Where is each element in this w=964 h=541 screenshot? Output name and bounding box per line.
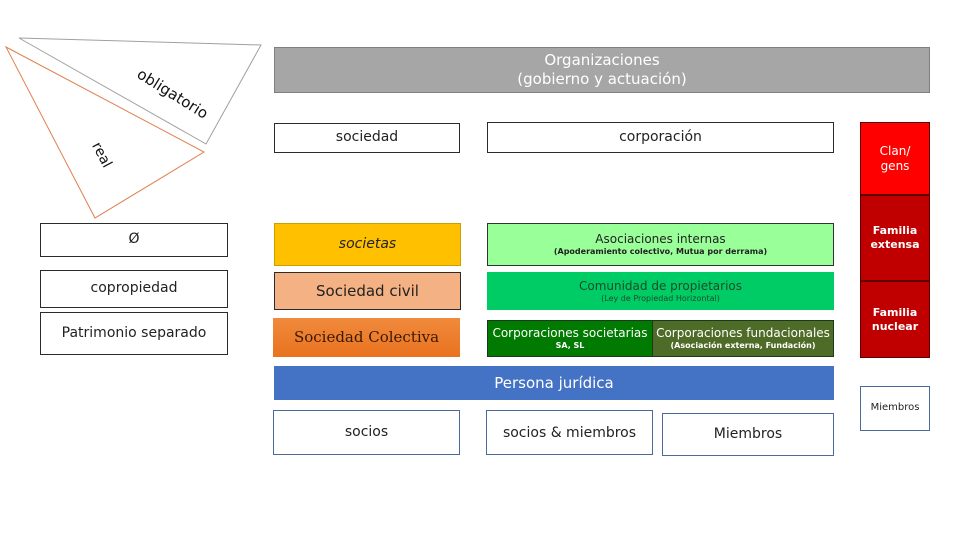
clan-line2: gens <box>880 158 910 173</box>
sociedad-civil-label: Sociedad civil <box>316 281 419 300</box>
patrimonio-label: Patrimonio separado <box>61 324 207 341</box>
clan-gens-box: Clan/ gens <box>860 122 930 195</box>
clan-line1: Clan/ <box>879 143 911 158</box>
corporacion-title-box: corporación <box>487 122 834 153</box>
persona-juridica-label: Persona jurídica <box>494 373 614 392</box>
sociedad-title: sociedad <box>335 129 399 146</box>
societarias-box: Corporaciones societarias SA, SL <box>487 320 653 357</box>
nuclear-line2: nuclear <box>871 319 919 333</box>
socios-miembros-box: socios & miembros <box>486 410 653 455</box>
empty-set-label: Ø <box>128 231 140 248</box>
socios-box: socios <box>273 410 460 455</box>
sociedad-title-box: sociedad <box>274 123 460 153</box>
header-line2: (gobierno y actuación) <box>517 70 687 88</box>
comunidad-title: Comunidad de propietarios <box>578 278 743 293</box>
societas-label: societas <box>338 235 397 252</box>
familia-extensa-box: Familia extensa <box>860 195 930 281</box>
fundacionales-sub: (Asociación externa, Fundación) <box>670 341 816 350</box>
miembros-label: Miembros <box>713 425 783 442</box>
copropiedad-box: copropiedad <box>40 270 228 308</box>
organizaciones-header: Organizaciones (gobierno y actuación) <box>274 47 930 93</box>
extensa-line2: extensa <box>870 238 920 251</box>
sociedad-colectiva-box: Sociedad Colectiva <box>273 318 460 357</box>
real-triangle <box>4 45 206 219</box>
header-line1: Organizaciones <box>544 51 660 70</box>
sociedad-civil-box: Sociedad civil <box>274 272 461 310</box>
familia-nuclear-box: Familia nuclear <box>860 281 930 358</box>
socios-miembros-label: socios & miembros <box>502 425 637 441</box>
comunidad-sub: (Ley de Propiedad Horizontal) <box>601 293 720 303</box>
asociaciones-sub: (Apoderamiento colectivo, Mutua por derr… <box>553 247 768 256</box>
empty-set-box: Ø <box>40 223 228 257</box>
triangles-diagram: obligatorio real <box>4 37 262 219</box>
family-miembros-label: Miembros <box>870 402 920 414</box>
fundacionales-title: Corporaciones fundacionales <box>656 326 830 340</box>
copropiedad-label: copropiedad <box>90 280 178 297</box>
miembros-box: Miembros <box>662 413 834 456</box>
persona-juridica-bar: Persona jurídica <box>274 366 834 400</box>
family-miembros-box: Miembros <box>860 386 930 431</box>
asociaciones-box: Asociaciones internas (Apoderamiento col… <box>487 223 834 266</box>
extensa-line1: Familia <box>872 224 918 238</box>
sociedad-colectiva-label: Sociedad Colectiva <box>293 328 440 347</box>
obligatorio-triangle <box>18 37 262 145</box>
nuclear-line1: Familia <box>872 305 918 319</box>
socios-label: socios <box>344 423 389 440</box>
corporacion-title: corporación <box>619 128 702 145</box>
asociaciones-title: Asociaciones internas <box>595 232 726 246</box>
patrimonio-box: Patrimonio separado <box>40 312 228 355</box>
comunidad-box: Comunidad de propietarios (Ley de Propie… <box>487 272 834 310</box>
fundacionales-box: Corporaciones fundacionales (Asociación … <box>652 320 834 357</box>
societarias-sub: SA, SL <box>555 341 585 350</box>
societarias-title: Corporaciones societarias <box>492 326 648 340</box>
societas-box: societas <box>274 223 461 266</box>
